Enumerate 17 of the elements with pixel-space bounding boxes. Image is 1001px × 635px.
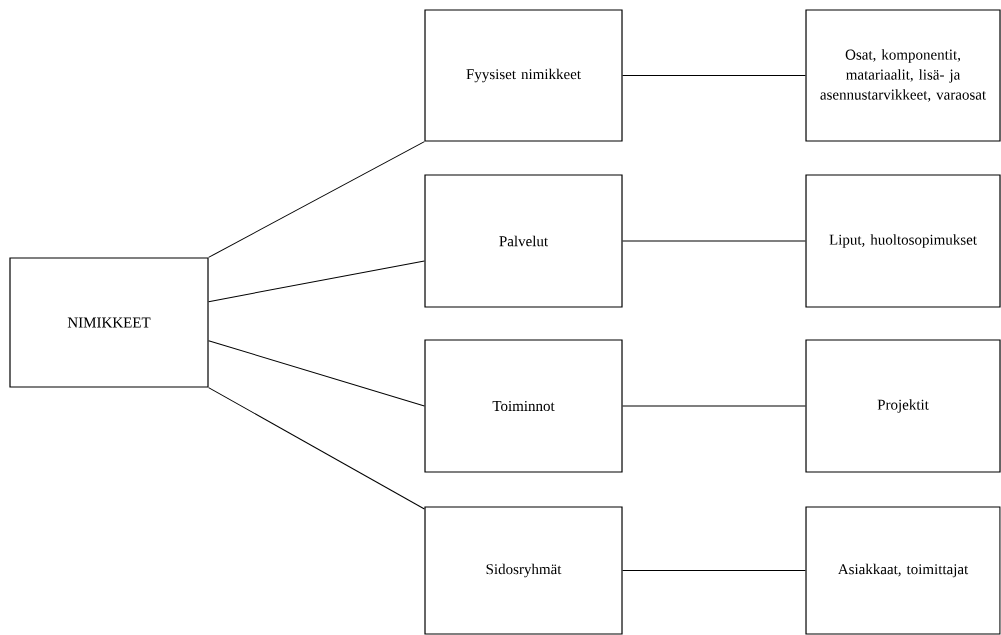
box: Asiakkaat, toimittajat	[805, 506, 1001, 635]
box: Liput, huoltosopimukset	[805, 174, 1001, 308]
connector-line	[622, 240, 806, 242]
box: Sidosryhmät	[424, 506, 623, 635]
box: Palvelut	[424, 174, 623, 308]
connector-line	[208, 260, 425, 303]
connector-line	[622, 75, 806, 76]
box: Projektit	[805, 339, 1001, 473]
connector-line	[622, 570, 806, 571]
connector-line	[622, 405, 806, 407]
box: Toiminnot	[424, 339, 623, 473]
connector-line	[208, 340, 425, 407]
box: Osat, komponentit, matariaalit, lisä- ja asennustarvikkeet, varaosat	[805, 9, 1001, 142]
connector-line	[208, 141, 425, 258]
box: NIMIKKEET	[9, 257, 209, 388]
box: Fyysiset nimikkeet	[424, 9, 623, 142]
connector-line	[208, 387, 425, 510]
